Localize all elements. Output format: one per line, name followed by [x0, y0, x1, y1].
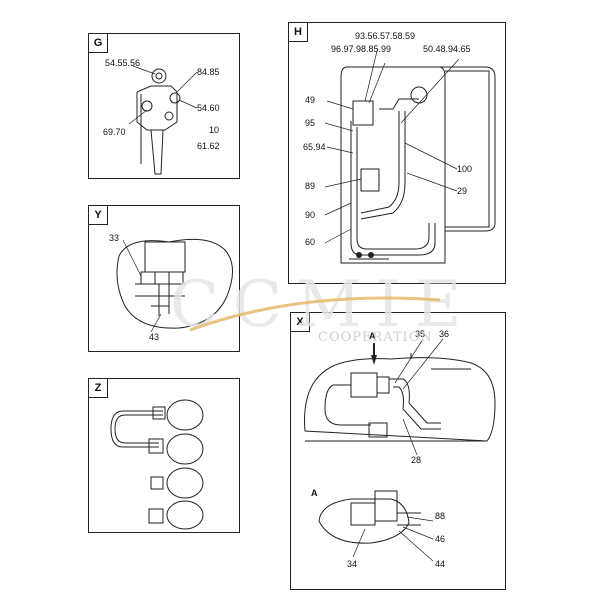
panel-g-tag: G — [89, 34, 108, 53]
label-h-4: 95 — [305, 118, 316, 128]
label-h-8: 29 — [457, 186, 468, 196]
panel-g: G 54.55.56 84.85 54.60 69.70 10 61.62 — [88, 33, 240, 179]
panel-g-drawing — [128, 65, 198, 175]
label-x-6: 46 — [435, 534, 446, 544]
label-h-9: 90 — [305, 210, 316, 220]
panel-z-drawing — [110, 399, 204, 530]
label-x-0: A — [369, 331, 376, 341]
label-x-7: 34 — [347, 559, 358, 569]
panel-z: Z — [88, 378, 240, 533]
panel-x: X — [290, 312, 506, 590]
label-x-4: A — [311, 488, 318, 498]
panel-y-drawing — [116, 238, 233, 333]
label-h-7: 100 — [457, 164, 473, 174]
label-h-2: 50.48.94.65 — [423, 44, 471, 54]
label-g-4: 10 — [209, 125, 220, 135]
label-y-1: 43 — [149, 332, 160, 342]
label-g-0: 54.55.56 — [105, 58, 141, 68]
label-h-1: 96.97.98.85.99 — [331, 44, 392, 54]
label-g-1: 84.85 — [197, 67, 220, 77]
label-x-5: 88 — [435, 511, 446, 521]
label-h-3: 49 — [305, 95, 316, 105]
label-h-0: 93.56.57.58.59 — [355, 31, 416, 41]
panel-h-tag: H — [289, 23, 308, 42]
label-g-3: 69.70 — [103, 127, 126, 137]
panel-y-tag: Y — [89, 206, 108, 225]
label-h-10: 60 — [305, 237, 316, 247]
label-y-0: 33 — [109, 233, 120, 243]
label-x-3: 28 — [411, 455, 422, 465]
label-x-1: 35 — [415, 329, 426, 339]
label-g-5: 61.62 — [197, 141, 220, 151]
label-x-8: 44 — [435, 559, 446, 569]
label-h-5: 65.94 — [303, 142, 326, 152]
panel-h-drawing — [324, 50, 496, 264]
label-h-6: 89 — [305, 181, 316, 191]
label-x-2: 36 — [439, 329, 450, 339]
panel-x-drawing — [304, 338, 496, 562]
watermark-sub: COOPERATION — [318, 330, 433, 345]
label-g-2: 54.60 — [197, 103, 220, 113]
panel-z-tag: Z — [89, 379, 108, 398]
panel-h: H — [288, 22, 506, 284]
